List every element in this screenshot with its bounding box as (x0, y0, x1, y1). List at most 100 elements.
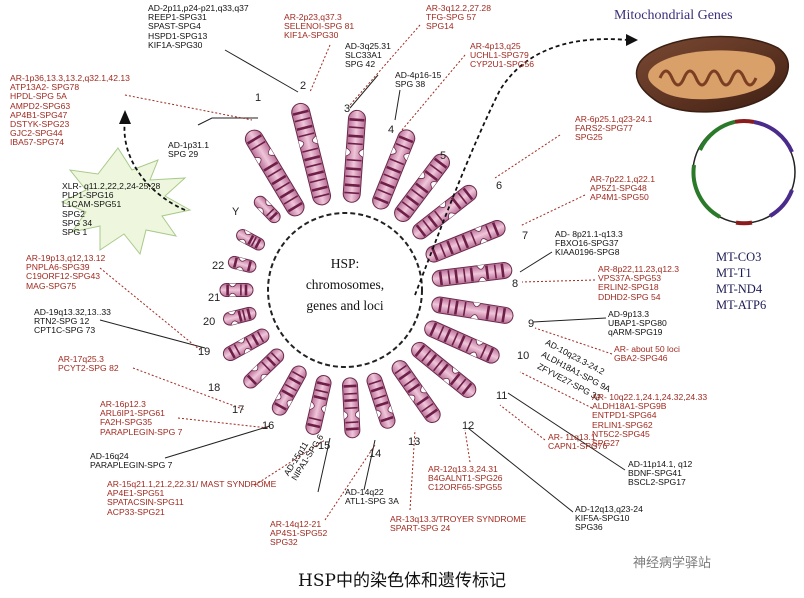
chr11-ar-label: AR- 11q13.1 CAPN1-SPG76 (548, 432, 608, 452)
chromosome-2 (291, 102, 332, 206)
chromosome-5 (394, 153, 450, 222)
chr15-ar-label: AR-15q21.1,21.2,22.31/ MAST SYNDROME AP4… (107, 479, 277, 517)
leader-lines (99, 24, 626, 521)
center-circle (267, 212, 423, 368)
leader-line-15-ar (254, 439, 326, 486)
chromosome-label-y: Y (232, 206, 240, 218)
leader-line-4-ad (394, 89, 401, 121)
chromosome-7 (425, 220, 506, 263)
chr9-ar-label: AR- about 50 loci GBA2-SPG46 (614, 344, 680, 364)
leader-line-16-ar (177, 417, 269, 429)
mt-gene-co3: MT-CO3 (716, 250, 762, 264)
chromosome-20 (219, 283, 254, 297)
chr12-ar-label: AR-12q13.3,24.31 B4GALNT1-SPG26 C12ORF65… (428, 464, 503, 493)
chromosome-number-21: 21 (208, 292, 221, 304)
x-chromosome-arrow (123, 119, 186, 211)
leader-line-9-ar (534, 327, 613, 355)
chromosome-number-11: 11 (496, 390, 508, 402)
leader-line-11-ar (499, 404, 546, 441)
leader-line-6-ar (494, 134, 561, 179)
mitochondrion-image (635, 35, 789, 113)
arrow-head-up (119, 110, 131, 124)
chr4-ad-label: AD-4p16-15 SPG 38 (395, 70, 442, 90)
chr4-ar-label: AR-4p13,q25 UCHL1-SPG79 CYP2U1-SPG56 (470, 41, 535, 70)
leader-line-12-ad (467, 427, 574, 513)
leader-line-12-ar (464, 429, 471, 463)
chromosome-number-14: 14 (369, 448, 382, 460)
chromosome-number-16: 16 (262, 420, 275, 432)
leader-line-2-ad (224, 49, 299, 93)
chromosome-15 (305, 375, 332, 435)
chr8-ad-label: AD- 8p21.1-q13.3 FBXO16-SPG37 KIAA0196-S… (555, 229, 623, 258)
leader-line-10-ar (519, 371, 593, 409)
figure-caption: HSP中的染色体和遗传标记 (298, 571, 506, 591)
center-title: HSP: chromosomes, genes and loci (282, 253, 408, 316)
mt-gene-atp6: MT-ATP6 (716, 298, 767, 312)
chromosome-number-18: 18 (208, 382, 221, 394)
leader-line-1-ar (124, 94, 253, 121)
chromosome-22 (236, 229, 265, 251)
mt-gene-t1: MT-T1 (716, 266, 752, 280)
leader-line-13-ar (409, 429, 416, 511)
chr16-ad-label: AD-16q24 PARAPLEGIN-SPG 7 (90, 451, 173, 471)
chromosome-number-2: 2 (300, 80, 307, 92)
leader-line-7-ar (519, 194, 586, 227)
chromosome-number-19: 19 (198, 346, 211, 358)
leader-line-14-ar (324, 444, 376, 521)
leader-line-4-ar (401, 54, 466, 131)
chromosome-number-3: 3 (344, 103, 351, 115)
chromosome-number-17: 17 (232, 404, 245, 416)
leader-line-8-ar (521, 279, 596, 283)
chromosome-number-10: 10 (517, 350, 530, 362)
chr16-ar-label: AR-16p12.3 ARL6IP1-SPG61 FA2H-SPG35 PARA… (100, 399, 183, 437)
chromosome-number-5: 5 (440, 150, 447, 162)
chromosome-9 (431, 296, 514, 324)
leader-line-2-ar (309, 44, 331, 93)
chr12-ad-label: AD-12q13,q23-24 KIF5A-SPG10 SPG36 (575, 504, 643, 533)
leader-line-16-ad (164, 425, 271, 459)
leader-line-11-ad (507, 392, 626, 471)
chromosome-number-22: 22 (212, 260, 225, 272)
chr10-ar-label: AR- 10q22.1,24.1,24.32,24.33 ALDH18A1-SP… (592, 392, 708, 449)
chr7-ar-label: AR-7p22.1,q22.1 AP5Z1-SPG48 AP4M1-SPG50 (590, 174, 655, 203)
chromosome-3 (342, 109, 366, 203)
leader-line-19-ad (99, 319, 206, 349)
chromosome-10 (424, 320, 500, 364)
chromosome-ring (219, 102, 514, 439)
chromosome-number-15: 15 (318, 440, 331, 452)
chromosome-number-1: 1 (255, 92, 262, 104)
chromosome-number-13: 13 (408, 436, 421, 448)
chr3-ar-label: AR-3q12.2,27.28 TFG-SPG 57 SPG14 (426, 3, 491, 32)
chr13-ar-label: AR-13q13.3/TROYER SYNDROME SPART-SPG 24 (390, 514, 527, 534)
chr6-ar-label: AR-6p25.1,q23-24.1 FARS2-SPG77 SPG25 (575, 114, 653, 143)
chr1-ad-label: AD-1p31.1 SPG 29 (168, 140, 210, 160)
arrow-head-right (626, 34, 638, 46)
chromosome-number-7: 7 (522, 230, 529, 242)
chromosome-11 (411, 341, 477, 398)
leader-line-19-ar (99, 267, 201, 351)
chr2-ar-label: AR-2p23,q37.3 SELENOI-SPG 81 KIF1A-SPG30 (284, 12, 355, 41)
leader-line-1-ad (197, 117, 258, 126)
chromosome-13 (366, 372, 396, 429)
chr11-ad-label: AD-11p14.1, q12 BDNF-SPG41 BSCL2-SPG17 (628, 459, 693, 488)
chromosome-12 (391, 360, 441, 424)
chromosome-1 (244, 129, 305, 217)
chr8-ar-label: AR-8p22,11.23,q12.3 VPS37A-SPG53 ERLIN2-… (598, 264, 680, 302)
chromosome-number-4: 4 (388, 124, 395, 136)
mtdna-circle (691, 119, 796, 226)
center-title-line-3: genes and loci (306, 298, 384, 313)
mt-gene-nd4: MT-ND4 (716, 282, 763, 296)
chr9-ad-label: AD-9p13.3 UBAP1-SPG80 qARM-SPG19 (608, 309, 667, 338)
chromosome-18 (222, 328, 270, 362)
chromosome-number-8: 8 (512, 278, 519, 290)
chromosome-6 (412, 184, 478, 240)
chromosome-number-12: 12 (462, 420, 475, 432)
leader-line-15-ad (317, 437, 331, 493)
leader-line-8-ad (519, 251, 553, 273)
chromosome-8 (431, 262, 513, 287)
chr17-ar-label: AR-17q25.3 PCYT2-SPG 82 (58, 354, 119, 374)
leader-line-3-ar (349, 24, 421, 106)
chr19-ar-label: AR-19p13,q12,13.12 PNPLA6-SPG39 C19ORF12… (26, 253, 106, 291)
